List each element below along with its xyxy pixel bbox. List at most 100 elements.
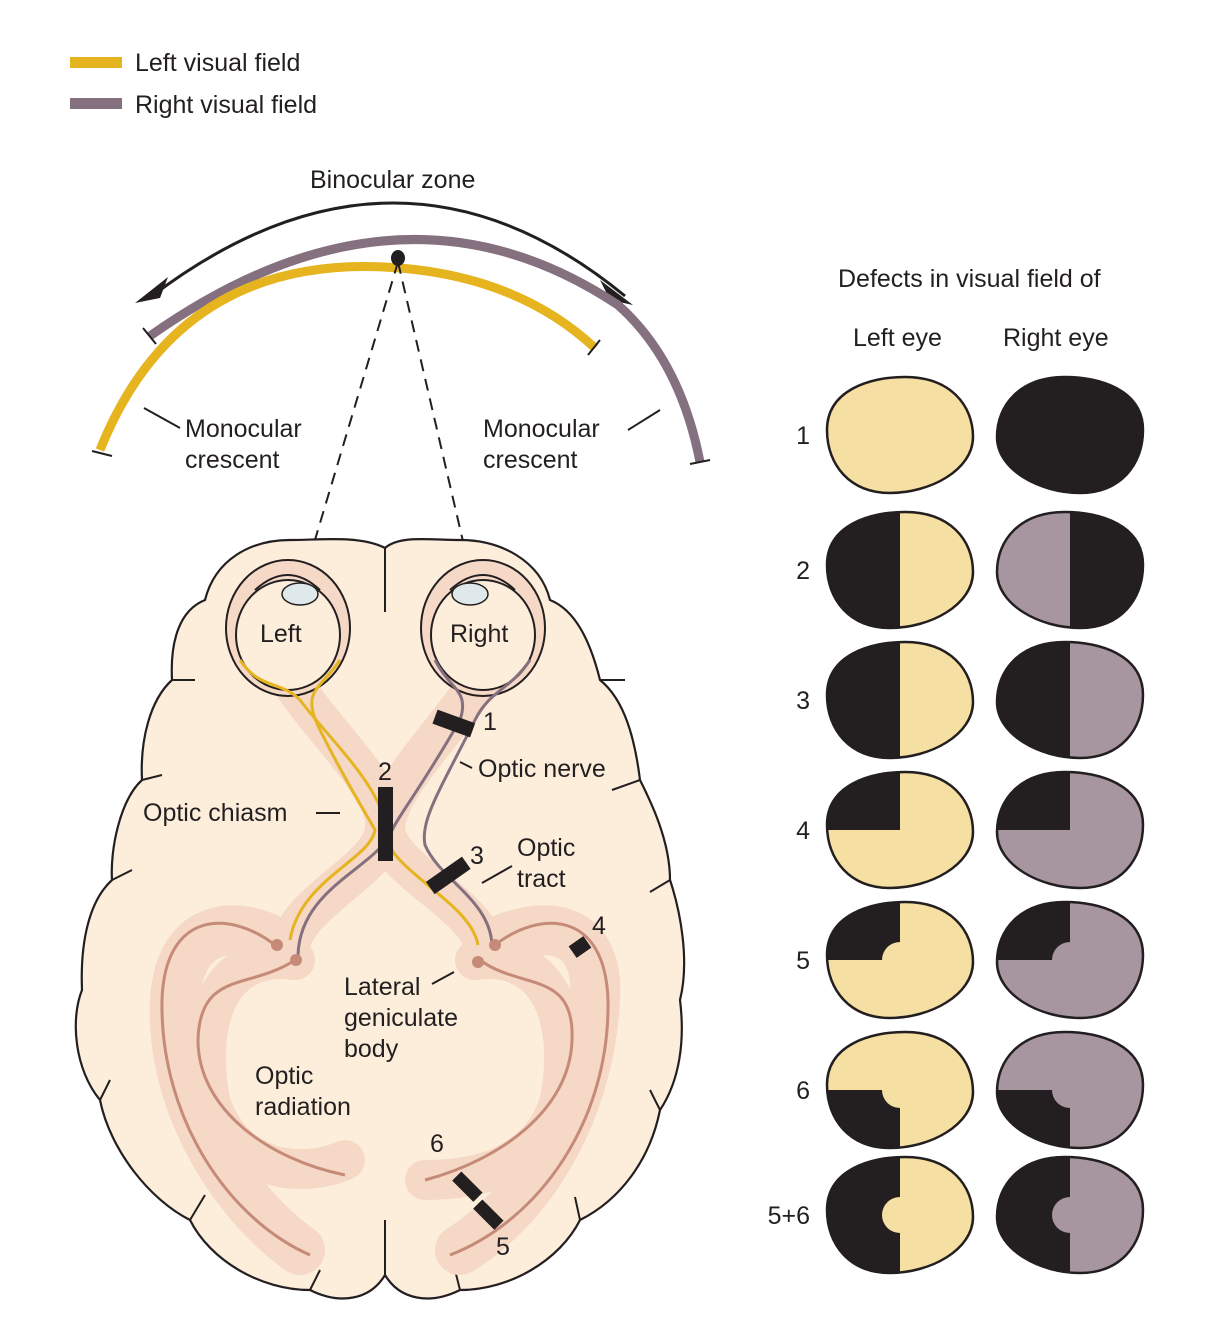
defect-row-label: 1 xyxy=(796,422,810,450)
defect-row: 2 xyxy=(796,510,1145,630)
field-defect-region xyxy=(997,642,1070,758)
defects-panel: Defects in visual field of Left eye Righ… xyxy=(768,265,1145,1275)
visual-field-arcs: Binocular zone Monocular crescent Monocu… xyxy=(91,166,711,591)
defect-row: 6 xyxy=(796,1030,1145,1150)
lgb-label: Lateral xyxy=(344,973,420,1001)
defect-row: 1 xyxy=(796,375,1145,495)
defect-field-right-eye xyxy=(995,1030,1145,1150)
field-defect-region xyxy=(827,512,900,628)
defect-row-label: 2 xyxy=(796,557,810,585)
arrowhead-right-icon xyxy=(600,280,633,305)
field-defect-region xyxy=(827,772,900,830)
lgb-label-3: body xyxy=(344,1035,399,1063)
lesion-1-label: 1 xyxy=(483,708,497,736)
monocular-left-leader xyxy=(143,407,181,429)
lesion-1 xyxy=(432,709,476,738)
brain-section: Left Right xyxy=(74,537,686,1300)
optic-nerve-leader xyxy=(459,761,473,769)
visual-field-outline xyxy=(825,900,975,1020)
eye-left-label: Left xyxy=(260,620,302,648)
lgn-nuclei xyxy=(271,939,501,968)
visual-field-outline xyxy=(825,375,975,495)
defect-field-left-eye xyxy=(825,770,975,890)
legend-label-left-field: Left visual field xyxy=(135,49,300,77)
visual-field-outline xyxy=(825,1030,975,1150)
field-defect-region xyxy=(827,642,900,758)
defect-row-label: 6 xyxy=(796,1077,810,1105)
lesion-6-label: 6 xyxy=(430,1130,444,1158)
legend-swatch-right-field xyxy=(70,98,122,109)
visual-field-outline xyxy=(825,1155,975,1275)
defect-rows: 1 2 3 4 5 6 5+6 xyxy=(768,375,1145,1275)
lesion-3 xyxy=(425,856,471,895)
binocular-zone-label: Binocular zone xyxy=(310,166,475,194)
defect-row: 5+6 xyxy=(768,1155,1145,1275)
lesion-3-label: 3 xyxy=(470,842,484,870)
fixation-point xyxy=(391,250,405,266)
field-defect-region xyxy=(997,1157,1070,1273)
defect-field-right-eye xyxy=(995,770,1145,890)
defect-row-label: 4 xyxy=(796,817,810,845)
lgb-leader xyxy=(431,971,455,985)
lesion-4 xyxy=(568,936,592,958)
defect-field-right-eye xyxy=(995,510,1145,630)
line-of-sight-right xyxy=(397,261,466,551)
lesion-4-label: 4 xyxy=(592,912,606,940)
visual-field-outline xyxy=(825,640,975,760)
monocular-crescent-right-label: Monocular xyxy=(483,415,600,443)
optic-chiasm-label: Optic chiasm xyxy=(143,799,287,827)
monocular-crescent-left-label-2: crescent xyxy=(185,446,280,474)
lesion-markers xyxy=(378,709,592,1230)
defect-field-right-eye xyxy=(995,900,1145,1020)
optic-nerve-label: Optic nerve xyxy=(478,755,606,783)
defect-field-left-eye xyxy=(825,900,975,1020)
eye-right: Right xyxy=(420,559,546,697)
field-defect-region xyxy=(1070,512,1143,628)
monocular-right-leader xyxy=(627,409,661,431)
monocular-crescent-right-label-2: crescent xyxy=(483,446,578,474)
lesion-6 xyxy=(452,1171,483,1202)
visual-field-outline xyxy=(995,640,1145,760)
optic-radiation-label: Optic xyxy=(255,1062,313,1090)
left-arc-end-tick-2 xyxy=(587,339,601,356)
optic-tract-label-2: tract xyxy=(517,865,566,893)
visual-field-outline xyxy=(825,510,975,630)
field-defect-region xyxy=(997,1090,1070,1148)
field-defect-region xyxy=(997,377,1143,493)
visual-field-oval xyxy=(827,377,973,493)
optic-tract-leader xyxy=(481,865,513,884)
visual-field-outline xyxy=(995,510,1145,630)
field-defect-region xyxy=(827,1157,900,1273)
defect-field-left-eye xyxy=(825,1030,975,1150)
optic-radiations xyxy=(160,921,610,1257)
visual-field-outline xyxy=(995,900,1145,1020)
lens-right xyxy=(451,582,489,606)
right-arc-end-tick xyxy=(142,327,157,345)
brain-sulci xyxy=(99,679,671,1291)
defect-row: 4 xyxy=(796,770,1145,890)
right-arc-end-tick-2 xyxy=(689,459,711,465)
eye-left: Left xyxy=(225,559,351,697)
optic-tract-label: Optic xyxy=(517,834,575,862)
optic-radiation-label-2: radiation xyxy=(255,1093,351,1121)
defect-field-left-eye xyxy=(825,375,975,495)
defects-col-right-eye: Right eye xyxy=(1003,324,1109,352)
defect-row: 3 xyxy=(796,640,1145,760)
field-defect-region xyxy=(827,902,900,960)
defect-row: 5 xyxy=(796,900,1145,1020)
defect-row-label: 3 xyxy=(796,687,810,715)
defect-row-label: 5+6 xyxy=(768,1202,810,1230)
visual-field-outline xyxy=(995,1030,1145,1150)
visual-field-outline xyxy=(995,1155,1145,1275)
lesion-5-label: 5 xyxy=(496,1233,510,1261)
legend-label-right-field: Right visual field xyxy=(135,91,317,119)
defect-field-right-eye xyxy=(995,640,1145,760)
defects-title: Defects in visual field of xyxy=(838,265,1101,293)
lesion-2 xyxy=(378,787,393,861)
defects-col-left-eye: Left eye xyxy=(853,324,942,352)
lens-left xyxy=(281,582,319,606)
right-visual-field-arc xyxy=(147,235,705,463)
legend: Left visual field Right visual field xyxy=(70,49,317,119)
binocular-zone-arrow xyxy=(151,201,626,298)
